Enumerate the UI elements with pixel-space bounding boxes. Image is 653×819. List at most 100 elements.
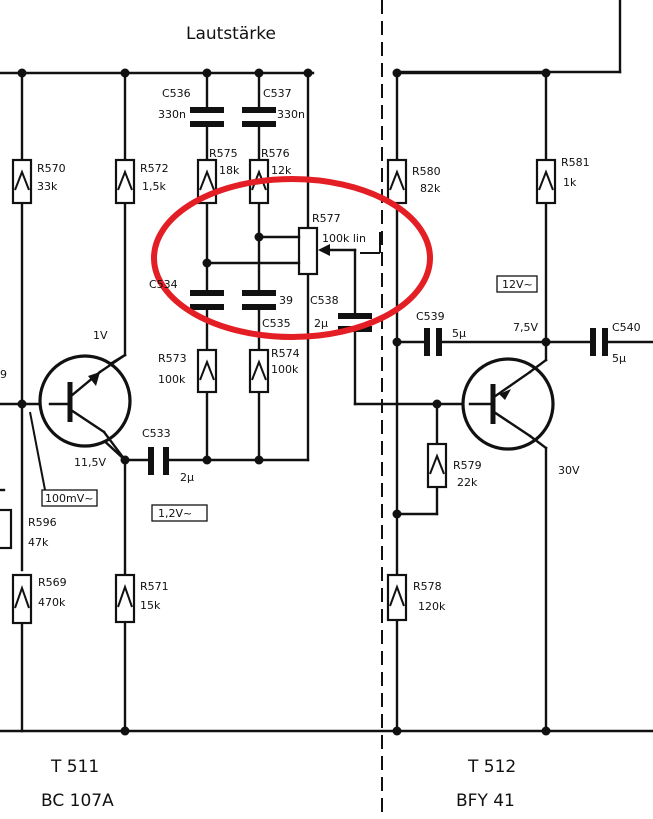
junction-dot [254, 68, 264, 78]
junction-dot [202, 258, 212, 268]
capacitor-c535 [242, 304, 276, 310]
edge-partial-label: 9 [0, 368, 7, 381]
r576-ref: R576 [261, 147, 290, 160]
r569-ref: R569 [38, 576, 67, 589]
junction-dot [17, 68, 27, 78]
r576-value: 12k [271, 164, 292, 177]
junction-dot [392, 509, 402, 519]
voltage-box-signal-in [41, 489, 98, 507]
t512-collector-voltage: 7,5V [513, 321, 538, 334]
junction-dot [541, 726, 551, 736]
r578-ref: R578 [413, 580, 442, 593]
c533-ref: C533 [142, 427, 171, 440]
resistor-mark [251, 359, 267, 381]
junction-dot [17, 399, 27, 409]
resistor-mark [14, 584, 30, 609]
wire [102, 430, 127, 462]
r575-ref: R575 [209, 147, 238, 160]
r570-value: 33k [37, 180, 58, 193]
resistor-r581 [535, 158, 557, 205]
r571-ref: R571 [140, 580, 169, 593]
resistor-mark [429, 453, 445, 475]
r579-value: 22k [457, 476, 478, 489]
r570-ref: R570 [37, 162, 66, 175]
c536-ref: C536 [162, 87, 191, 100]
transistor-collector-lead [492, 370, 532, 399]
signal-in-voltage: 100mV~ [45, 492, 93, 505]
t511-collector-voltage: 1V [93, 329, 108, 342]
junction-dot [303, 68, 313, 78]
pointer-line [29, 411, 46, 491]
junction-dot [120, 455, 130, 465]
r596-value: 47k [28, 536, 49, 549]
capacitor-c534 [190, 304, 224, 310]
wiper-arrow [318, 244, 330, 256]
transistor-t512 [461, 357, 555, 451]
r572-value: 1,5k [142, 180, 166, 193]
c538-value: 2µ [314, 317, 328, 330]
c537-ref: C537 [263, 87, 292, 100]
transistor-t511 [38, 354, 132, 448]
resistor-r570 [11, 158, 33, 205]
resistor-r574 [248, 348, 270, 394]
c539-ref: C539 [416, 310, 445, 323]
r569-value: 470k [38, 596, 66, 609]
transistor-emitter-lead [69, 408, 106, 434]
potentiometer-r577 [297, 226, 319, 276]
capacitor-c539 [436, 328, 442, 356]
r571-value: 15k [140, 599, 161, 612]
c540-ref: C540 [612, 321, 641, 334]
resistor-mark [117, 583, 133, 608]
junction-dot [202, 455, 212, 465]
t512-type: BFY 41 [456, 791, 515, 811]
signal-out-voltage: 12V~ [502, 278, 533, 291]
wire [98, 353, 127, 374]
r580-value: 82k [420, 182, 441, 195]
capacitor-c536 [190, 107, 224, 113]
r580-ref: R580 [412, 165, 441, 178]
resistor-mark [389, 584, 405, 607]
highlight-ellipse [151, 176, 433, 340]
junction-dot [392, 726, 402, 736]
capacitor-c539 [424, 328, 430, 356]
junction-dot [254, 232, 264, 242]
resistor-mark [14, 169, 30, 191]
c538-ref: C538 [310, 294, 339, 307]
junction-dot [392, 68, 402, 78]
t512-ref: T 512 [467, 757, 516, 777]
resistor-mark [389, 169, 405, 191]
t511-emitter-voltage: 11,5V [74, 456, 106, 469]
t511-type: BC 107A [41, 791, 114, 811]
r577-value: 100k lin [322, 232, 366, 245]
resistor-r571 [114, 573, 136, 624]
r573-value: 100k [158, 373, 186, 386]
r574-value: 100k [271, 363, 299, 376]
capacitor-c538 [338, 313, 372, 319]
capacitor-c537 [242, 107, 276, 113]
c537-value: 330n [277, 108, 305, 121]
resistor-mark [199, 169, 215, 191]
r574-ref: R574 [271, 347, 300, 360]
c535-ref: C535 [262, 317, 291, 330]
r579-ref: R579 [453, 459, 482, 472]
junction-dot [541, 68, 551, 78]
resistor-mark [538, 169, 554, 191]
r578-value: 120k [418, 600, 446, 613]
capacitor-c537 [242, 121, 276, 127]
voltage-box-signal-out [496, 275, 538, 293]
c534-ref: C534 [149, 278, 178, 291]
junction-dot [432, 399, 442, 409]
t512-emitter-voltage: 30V [558, 464, 580, 477]
resistor-r596 [0, 508, 13, 550]
voltage-box-signal-mid [151, 504, 208, 522]
capacitor-c533 [148, 447, 154, 475]
junction-dot [120, 726, 130, 736]
r577-ref: R577 [312, 212, 341, 225]
title-label: Lautstärke [186, 24, 276, 44]
r572-ref: R572 [140, 162, 169, 175]
capacitor-c536 [190, 121, 224, 127]
capacitor-c540 [590, 328, 596, 356]
r596-ref: R596 [28, 516, 57, 529]
